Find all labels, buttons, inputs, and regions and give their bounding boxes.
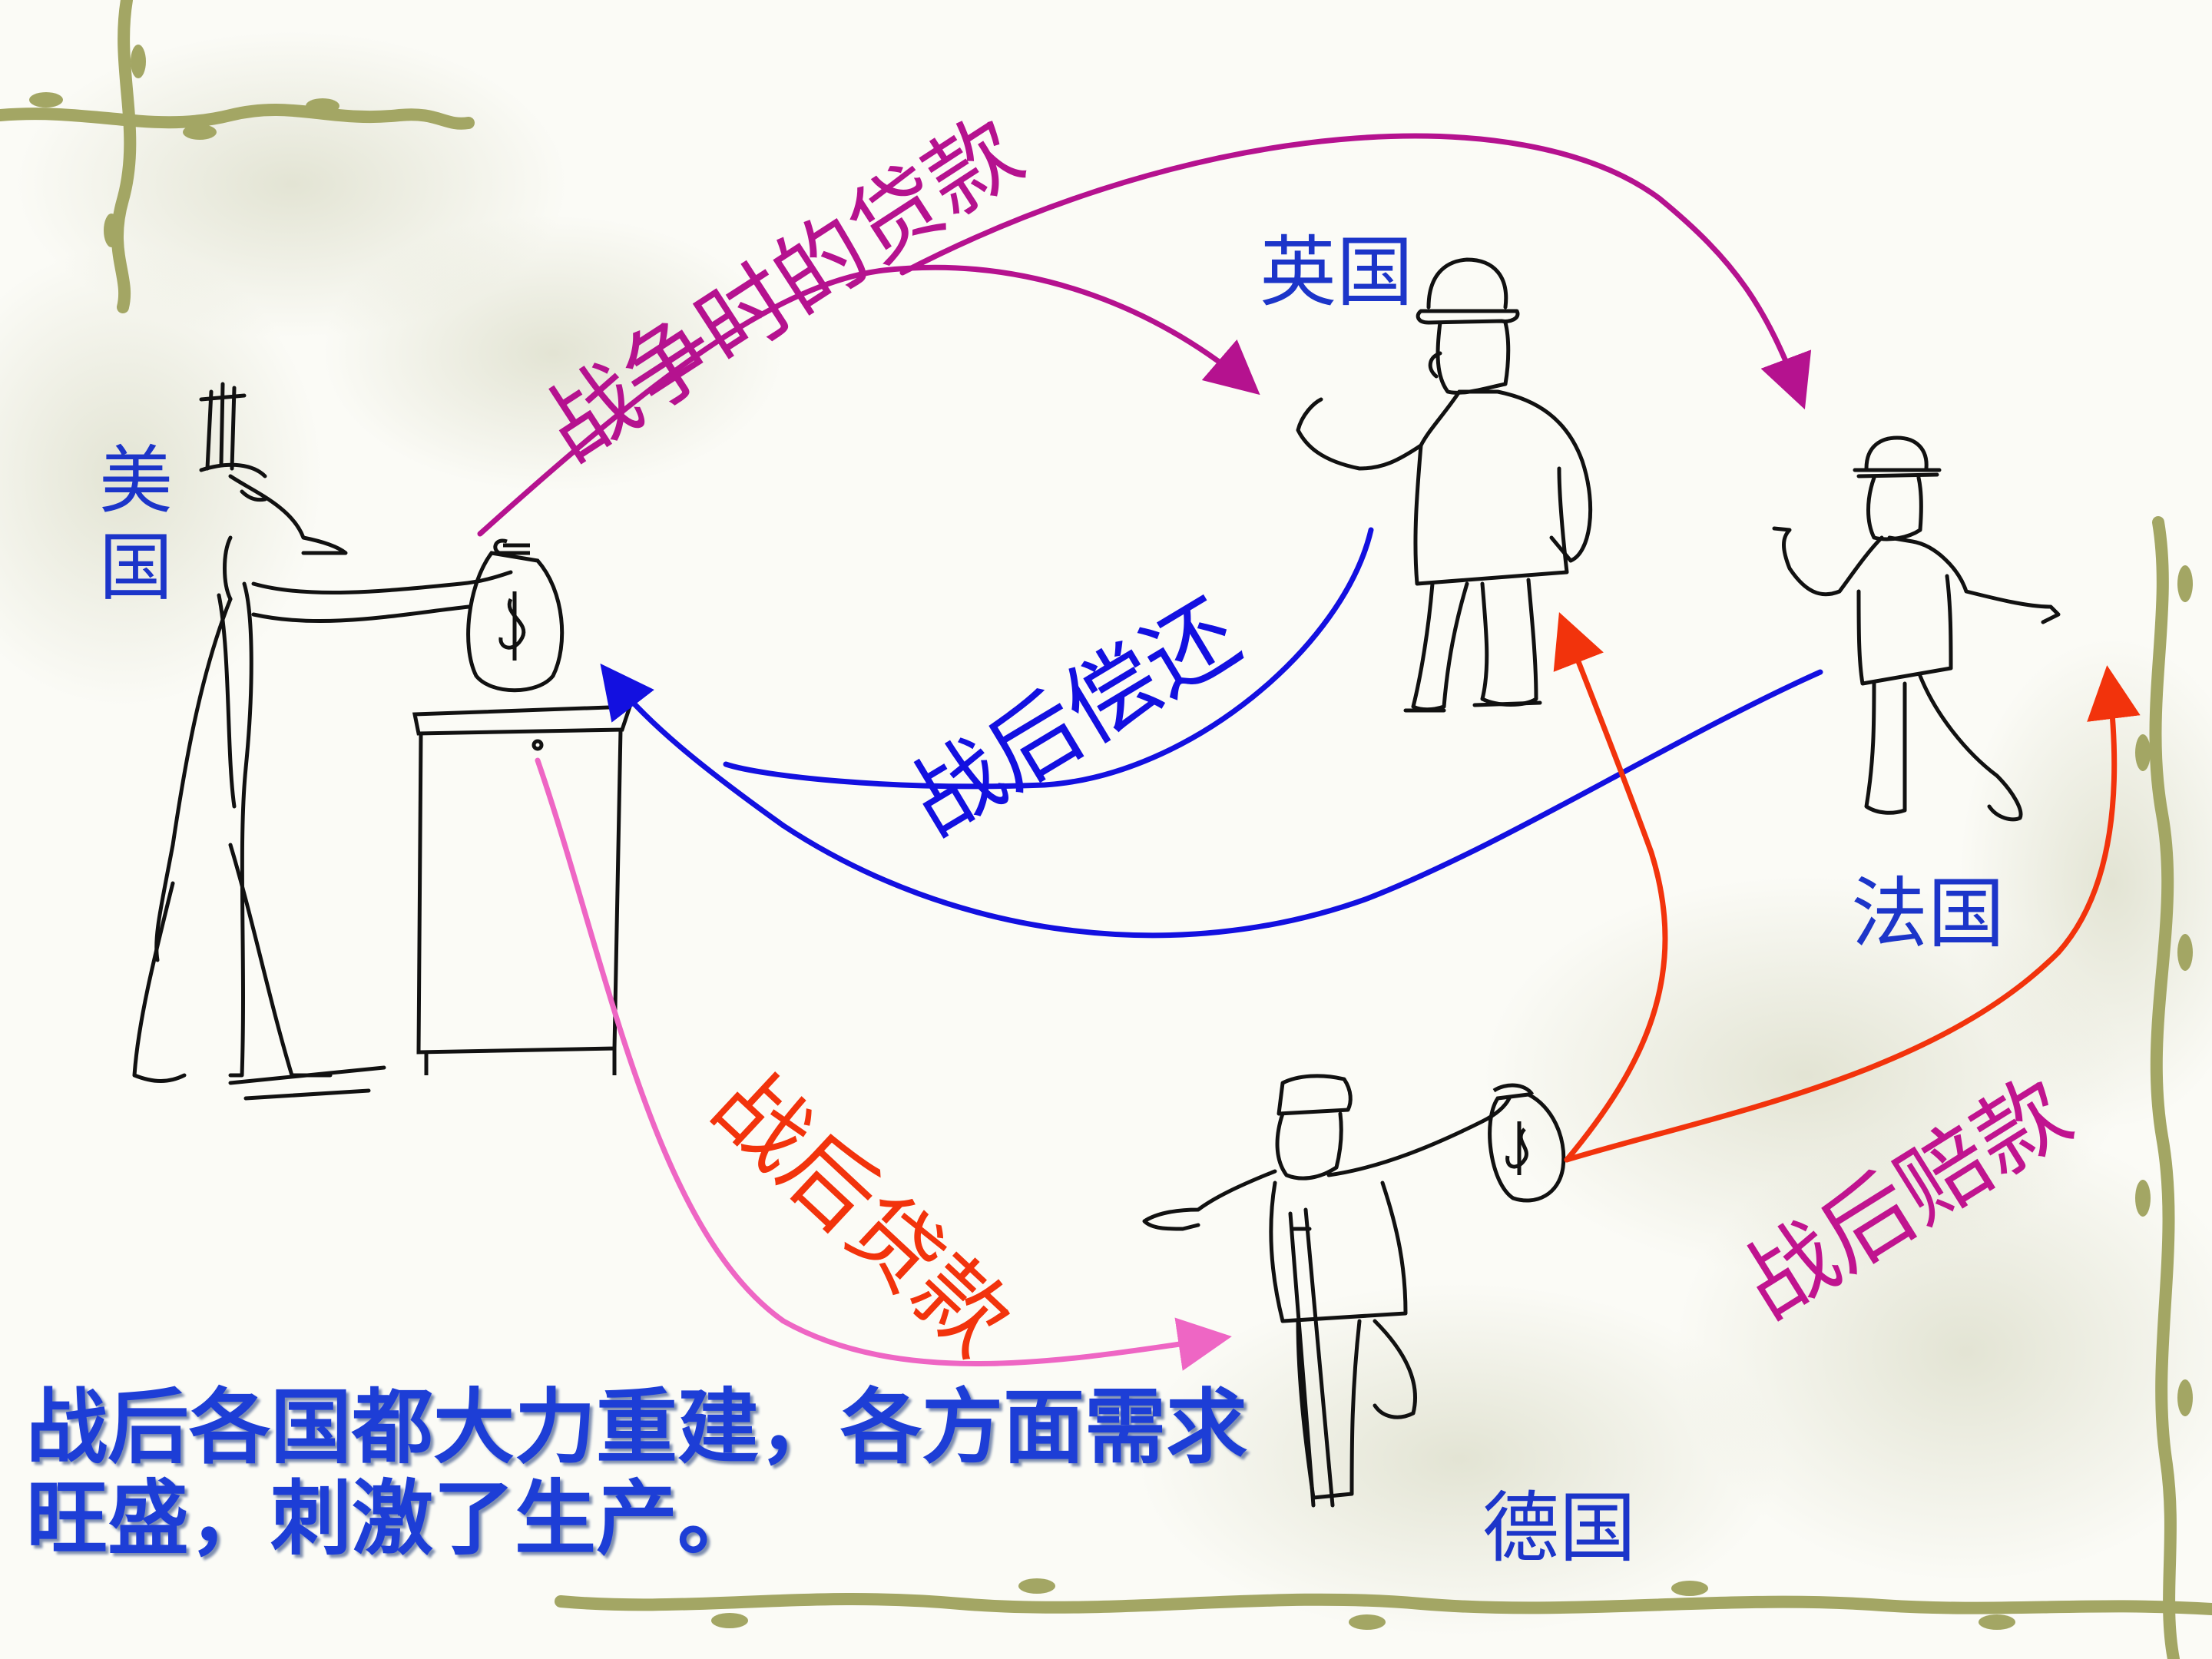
label-uk: 英国 [1260,227,1413,317]
label-usa: 美国 [99,438,173,611]
vine-leaves [29,45,2193,1630]
money-bag-germany [1488,1083,1566,1203]
label-france: 法国 [1851,869,2005,959]
caption: 战后各国都大力重建，各方面需求 旺盛，刺激了生产。 [26,1382,1378,1565]
france-figure [1772,435,2061,822]
arrows-postwar-loans [535,757,1232,1371]
cabinet [412,704,633,1075]
arrows-war-loans [477,133,1812,537]
arrow-repayment-from-uk [723,527,1374,790]
arrow-reparation-to-france [1564,665,2141,1163]
arrow-war-loan-to-uk [477,264,1260,537]
arrow-reparation-to-uk [1553,611,1668,1163]
money-bag-usa [466,538,565,693]
background-foliage [0,31,2212,1636]
arrow-loan-to-germany [535,757,1232,1371]
germany-figure [1142,1074,1512,1508]
caption-line-2: 旺盛，刺激了生产。 [26,1471,759,1566]
usa-figure [132,382,513,1101]
caption-line-1: 战后各国都大力重建，各方面需求 [26,1380,1247,1475]
label-germany: 德国 [1482,1483,1636,1573]
arrow-repayment-from-france [600,663,1823,939]
uk-figure [1296,257,1593,713]
arrow-war-loan-to-france [899,133,1812,410]
arrows-postwar-repayment [600,527,1823,939]
arrows-postwar-reparations [1553,611,2141,1163]
